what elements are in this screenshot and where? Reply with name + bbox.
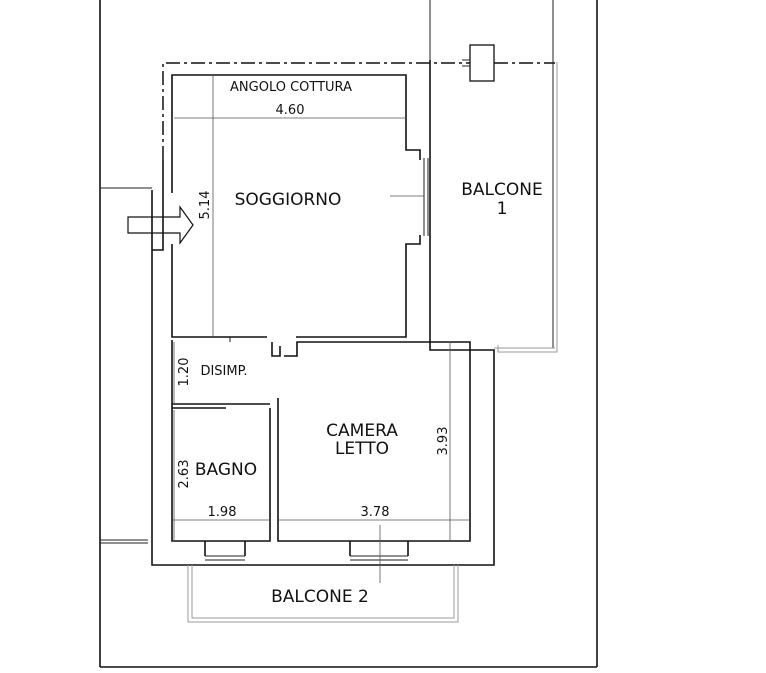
- dimension-bedroom-depth: 3.93: [436, 427, 451, 456]
- dimension-bedroom-width: 3.78: [361, 505, 390, 520]
- room-label-balcony-1-line2: 1: [497, 199, 508, 219]
- entrance-arrow-icon: [127, 205, 194, 245]
- column-symbol: [462, 44, 495, 82]
- room-label-bedroom-line1: CAMERA: [326, 421, 398, 441]
- dimension-lines: [172, 75, 470, 583]
- dimension-hall-depth: 1.20: [177, 358, 192, 387]
- room-label-balcony-2: BALCONE 2: [271, 587, 369, 607]
- boundary-dashdot: [162, 62, 555, 160]
- dimension-bath-depth: 2.63: [177, 460, 192, 489]
- room-label-hall: DISIMP.: [200, 364, 247, 379]
- balcony-1-outline: [494, 62, 558, 353]
- room-label-balcony-1-line1: BALCONE: [461, 180, 542, 200]
- apartment-walls: [151, 60, 495, 566]
- room-label-bath: BAGNO: [195, 460, 257, 480]
- room-label-living: SOGGIORNO: [235, 190, 342, 210]
- room-label-kitchen: ANGOLO COTTURA: [230, 80, 352, 95]
- balcony-2-outline: [187, 565, 459, 623]
- outer-frame: [99, 0, 598, 668]
- dimension-bath-width: 1.98: [208, 505, 237, 520]
- dimension-living-width: 4.60: [276, 103, 305, 118]
- neighbour-walls: [100, 187, 152, 544]
- room-label-bedroom-line2: LETTO: [335, 439, 389, 459]
- dimension-living-depth: 5.14: [198, 191, 213, 220]
